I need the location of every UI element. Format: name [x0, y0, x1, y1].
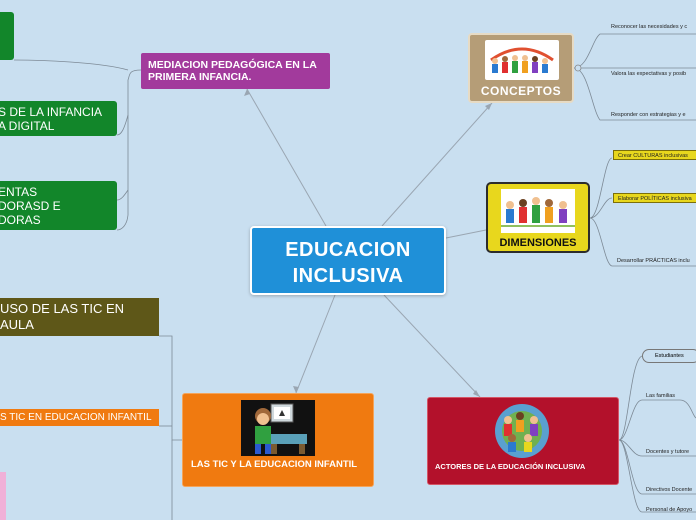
conceptos-item-3[interactable]: Responder con estrategias y e — [611, 112, 686, 118]
central-topic-line2: INCLUSIVA — [292, 265, 404, 287]
tic-educacion-label: LAS TIC Y LA EDUCACION INFANTIL — [191, 459, 358, 470]
link-dimensiones-children — [589, 157, 613, 219]
diverse-people-image — [492, 402, 552, 460]
link-conceptos — [381, 102, 493, 227]
actores-item-1[interactable]: Estudiantes — [642, 349, 696, 363]
herramientas-line3: DORAS — [0, 213, 41, 227]
actores-item-5[interactable]: Personal de Apoyo — [646, 507, 693, 513]
actores-label: ACTORES DE LA EDUCACIÓN INCLUSIVA — [435, 462, 586, 471]
uso-tic-line2: AULA — [0, 317, 34, 332]
children-row-image — [501, 189, 575, 233]
pink-node-partial[interactable] — [0, 472, 6, 520]
conceptos-item-1[interactable]: Reconocer las necesidades y c — [611, 24, 688, 30]
herramientas-line1: ENTAS — [0, 185, 38, 199]
dimensiones-item-2[interactable]: Elaborar POLÍTICAS inclusiva — [613, 193, 696, 203]
central-topic[interactable]: EDUCACION INCLUSIVA — [250, 226, 446, 295]
link-mediacion — [246, 88, 327, 227]
infancia-digital-node[interactable]: S DE LA INFANCIA A DIGITAL — [0, 101, 117, 136]
actores-item-2[interactable]: Las familias — [646, 393, 676, 399]
herramientas-line2: DORASD E — [0, 199, 61, 213]
link-actores — [383, 294, 481, 398]
dimensiones-label: DIMENSIONES — [499, 237, 577, 249]
link-tic-children — [159, 335, 182, 441]
actores-node[interactable]: ACTORES DE LA EDUCACIÓN INCLUSIVA — [427, 397, 619, 485]
link-conceptos-children — [573, 33, 696, 69]
actores-item-3[interactable]: Docentes y tutore — [646, 449, 690, 455]
infancia-digital-line2: A DIGITAL — [0, 119, 55, 133]
dimensiones-node[interactable]: DIMENSIONES — [486, 182, 590, 253]
dimensiones-item-1[interactable]: Crear CULTURAS inclusivas — [613, 150, 696, 160]
uso-tic-line1: USO DE LAS TIC EN — [0, 301, 125, 316]
link-mediacion-children — [116, 69, 142, 231]
actores-item-4[interactable]: Directivos Docente — [646, 487, 693, 493]
infancia-digital-line1: S DE LA INFANCIA — [0, 105, 103, 119]
dimensiones-item-3[interactable]: Desarrollar PRÁCTICAS inclu — [617, 258, 690, 264]
children-group-image — [485, 40, 559, 80]
conceptos-label: CONCEPTOS — [480, 84, 562, 98]
conceptos-node[interactable]: CONCEPTOS — [468, 33, 574, 103]
conceptos-item-2[interactable]: Valora las expectativas y posib — [611, 71, 687, 77]
tic-infantil-node[interactable]: S TIC EN EDUCACION INFANTIL — [0, 409, 159, 426]
green-node-partial[interactable] — [0, 12, 14, 60]
conceptos-collapse-handle — [574, 64, 582, 72]
uso-tic-aula-node[interactable]: USO DE LAS TIC EN AULA — [0, 298, 159, 336]
mediacion-node[interactable]: MEDIACION PEDAGÓGICA EN LA PRIMERA INFAN… — [141, 53, 330, 89]
link-actores-children — [618, 355, 643, 441]
link-tic — [295, 294, 336, 394]
herramientas-node[interactable]: ENTAS DORASD E DORAS — [0, 181, 117, 230]
tic-educacion-node[interactable]: LAS TIC Y LA EDUCACION INFANTIL — [182, 393, 374, 487]
link-dimensiones — [445, 229, 487, 239]
central-topic-line1: EDUCACION — [285, 239, 411, 261]
child-computer-image — [241, 400, 315, 456]
